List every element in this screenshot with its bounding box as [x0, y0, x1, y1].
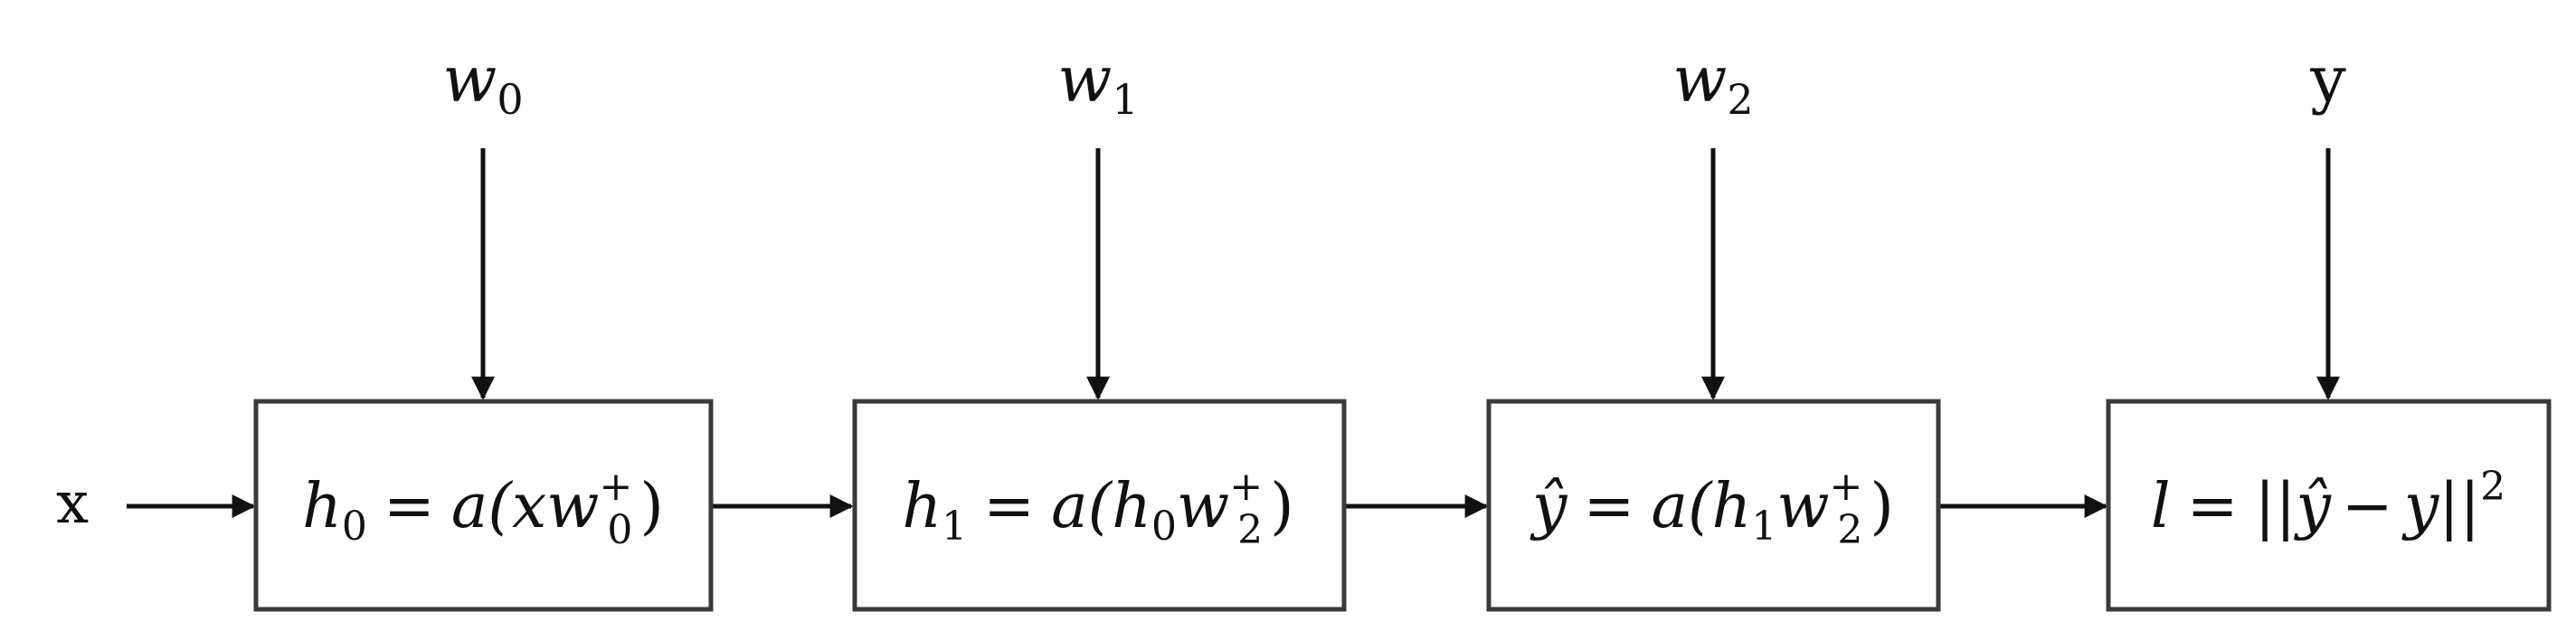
- node-yhat-formula: ŷ=a(h1w+2): [1530, 464, 1894, 553]
- input-y-label: y: [2309, 42, 2346, 117]
- input-w1-label: w1: [1057, 42, 1138, 124]
- node-loss: l=||ŷ−y||2: [2106, 399, 2552, 612]
- node-h1: h1=a(h0w+2): [852, 399, 1347, 612]
- node-yhat-box: [1486, 399, 1941, 612]
- input-x-label: x: [56, 470, 89, 537]
- node-h0-formula: h0=a(xw+0): [302, 464, 664, 553]
- svg-text:w2: w2: [1672, 42, 1753, 124]
- svg-text:w0: w0: [442, 42, 523, 124]
- svg-text:w1: w1: [1057, 42, 1138, 124]
- node-loss-box: [2106, 399, 2552, 612]
- input-w2-label: w2: [1672, 42, 1753, 124]
- node-h1-box: [852, 399, 1347, 612]
- node-h0: h0=a(xw+0): [253, 399, 714, 612]
- node-yhat: ŷ=a(h1w+2): [1486, 399, 1941, 612]
- node-h0-box: [253, 399, 714, 612]
- node-h1-formula: h1=a(h0w+2): [902, 464, 1293, 553]
- node-loss-formula: l=||ŷ−y||2: [2151, 464, 2505, 542]
- input-w0-label: w0: [442, 42, 523, 124]
